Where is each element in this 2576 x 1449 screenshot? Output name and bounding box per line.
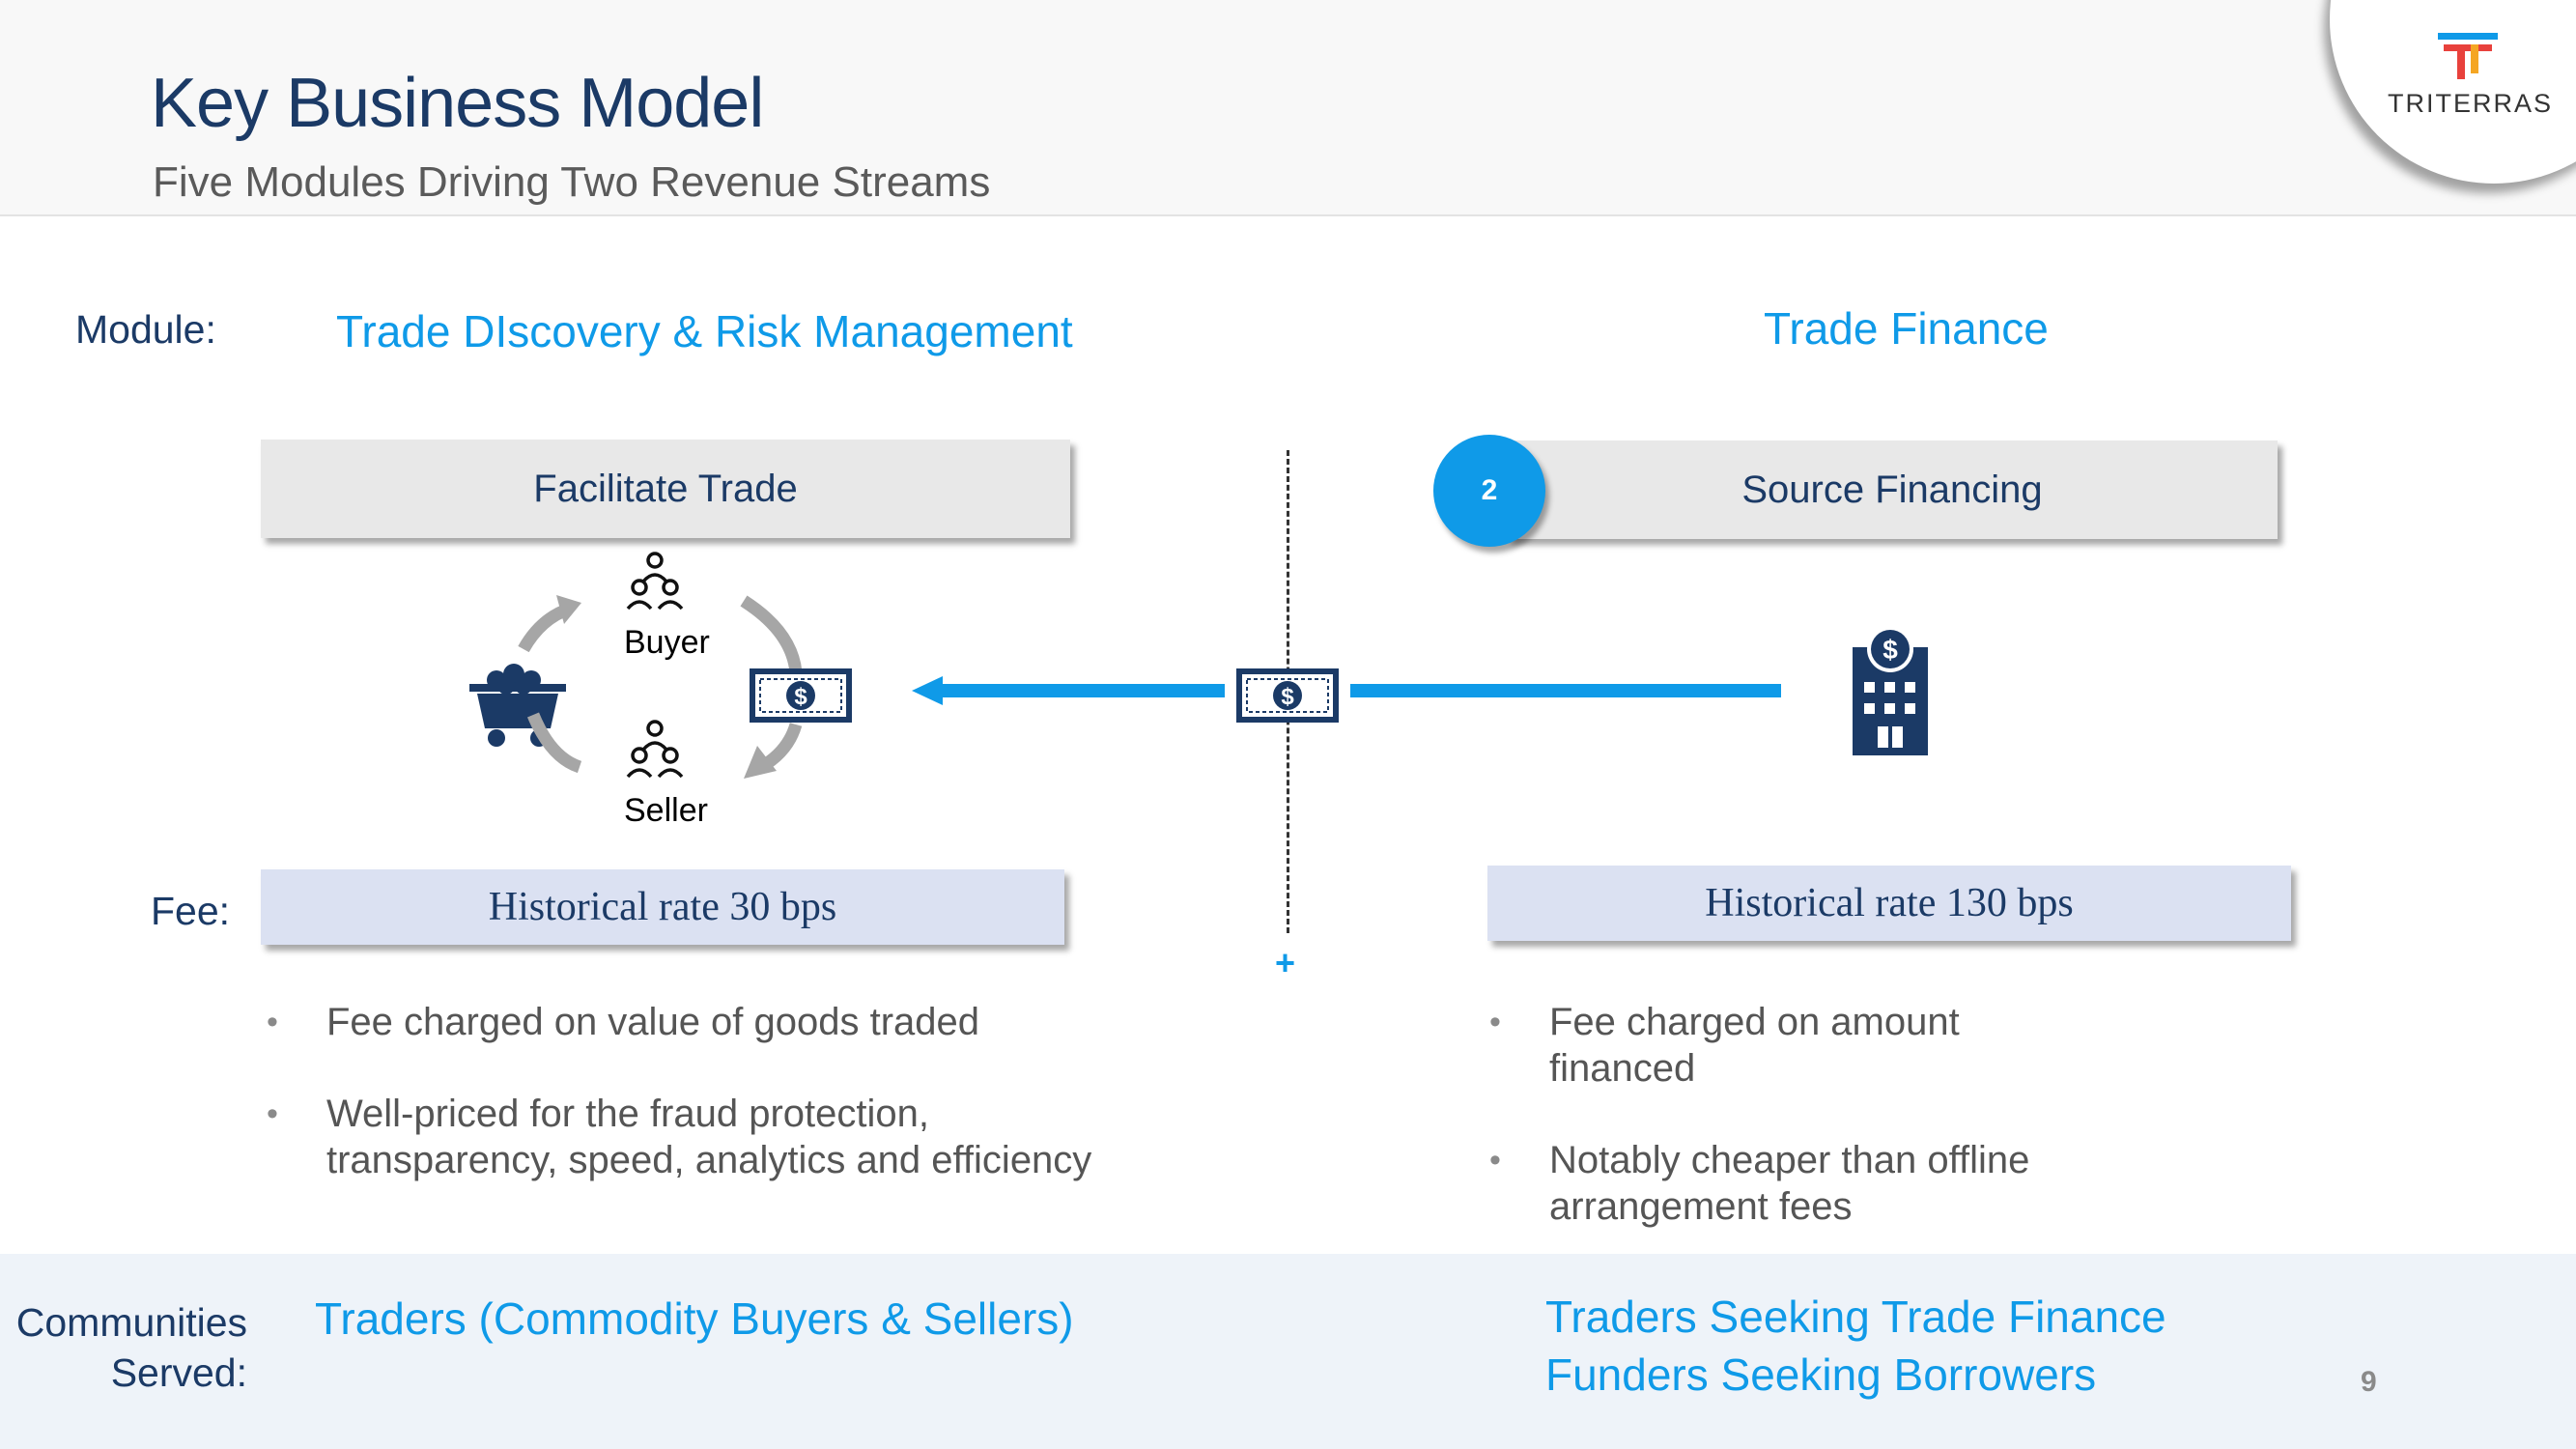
svg-text:$: $ bbox=[1281, 684, 1294, 710]
community-trade-finance: Traders Seeking Trade Finance bbox=[1545, 1292, 2166, 1342]
money-flow-arrow-left bbox=[937, 684, 1225, 697]
page-subtitle: Five Modules Driving Two Revenue Streams bbox=[153, 158, 991, 206]
logo-text: TRITERRAS bbox=[2388, 89, 2554, 118]
right-bullet-list: Fee charged on amount financed Notably c… bbox=[1489, 999, 2108, 1275]
center-dollar-bill-icon: $ bbox=[1236, 668, 1339, 723]
communities-label-line1: Communities bbox=[15, 1300, 247, 1345]
header-band bbox=[0, 0, 2576, 216]
module-number-badge: 2 bbox=[1433, 435, 1545, 547]
communities-label-line2: Served: bbox=[110, 1350, 247, 1395]
fee-rate-left: Historical rate 30 bps bbox=[488, 885, 837, 929]
facilitate-trade-label: Facilitate Trade bbox=[533, 467, 798, 510]
list-item: Notably cheaper than offline arrangement… bbox=[1489, 1137, 2108, 1230]
module-trade-finance: Trade Finance bbox=[1764, 303, 2049, 354]
buyer-people-icon bbox=[626, 552, 684, 611]
fee-box-left: Historical rate 30 bps bbox=[261, 869, 1064, 945]
page-title: Key Business Model bbox=[151, 65, 764, 142]
circular-arrows-icon bbox=[518, 595, 803, 779]
seller-people-icon bbox=[626, 720, 684, 779]
list-item: Well-priced for the fraud protection, tr… bbox=[267, 1091, 1117, 1183]
source-financing-box: Source Financing bbox=[1507, 440, 2278, 539]
bank-building-icon: $ bbox=[1853, 626, 1928, 755]
list-item: Fee charged on value of goods traded bbox=[267, 999, 1117, 1045]
communities-footer bbox=[0, 1254, 2576, 1449]
module-trade-discovery: Trade DIscovery & Risk Management bbox=[336, 306, 1073, 356]
svg-text:$: $ bbox=[1882, 635, 1898, 665]
money-flow-arrow-right bbox=[1350, 684, 1781, 697]
dollar-bill-icon: $ bbox=[750, 668, 852, 723]
fee-box-right: Historical rate 130 bps bbox=[1487, 866, 2291, 941]
triterras-logo-icon bbox=[2438, 33, 2498, 79]
svg-text:$: $ bbox=[794, 684, 807, 710]
community-traders: Traders (Commodity Buyers & Sellers) bbox=[315, 1293, 1074, 1344]
list-item: Fee charged on amount financed bbox=[1489, 999, 2108, 1092]
source-financing-label: Source Financing bbox=[1741, 468, 2043, 511]
left-bullet-list: Fee charged on value of goods traded Wel… bbox=[267, 999, 1117, 1229]
fee-label: Fee: bbox=[151, 889, 231, 933]
facilitate-trade-box: Facilitate Trade bbox=[261, 440, 1070, 538]
seller-label: Seller bbox=[624, 792, 708, 829]
module-label: Module: bbox=[75, 307, 216, 352]
community-funders: Funders Seeking Borrowers bbox=[1545, 1350, 2097, 1400]
divider-plus: + bbox=[1275, 943, 1296, 982]
fee-rate-right: Historical rate 130 bps bbox=[1705, 881, 2074, 925]
page-number: 9 bbox=[2361, 1366, 2377, 1398]
mine-cart-icon bbox=[469, 664, 566, 747]
buyer-label: Buyer bbox=[624, 624, 710, 661]
